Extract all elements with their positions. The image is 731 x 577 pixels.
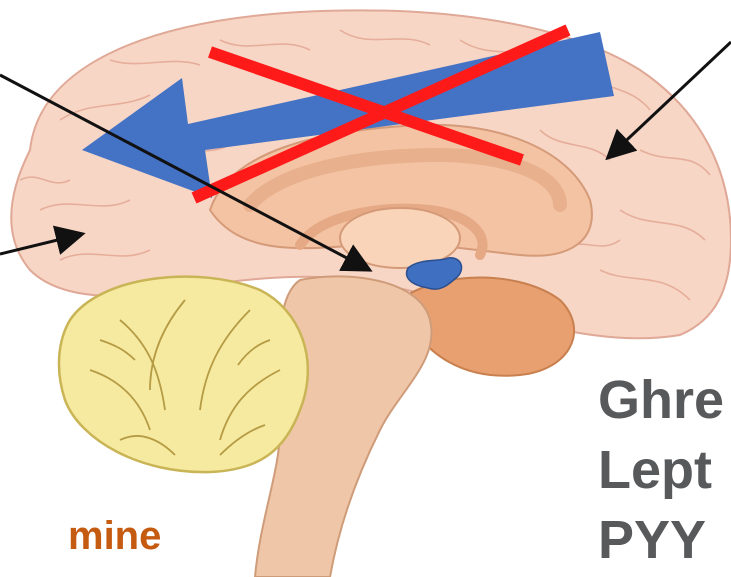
dopamine-label: mine xyxy=(68,514,161,558)
hormone-label-pyy: PYY xyxy=(598,510,706,570)
hormone-label-ghrelin: Ghre xyxy=(598,370,724,430)
hormone-label-leptin: Lept xyxy=(598,440,712,500)
